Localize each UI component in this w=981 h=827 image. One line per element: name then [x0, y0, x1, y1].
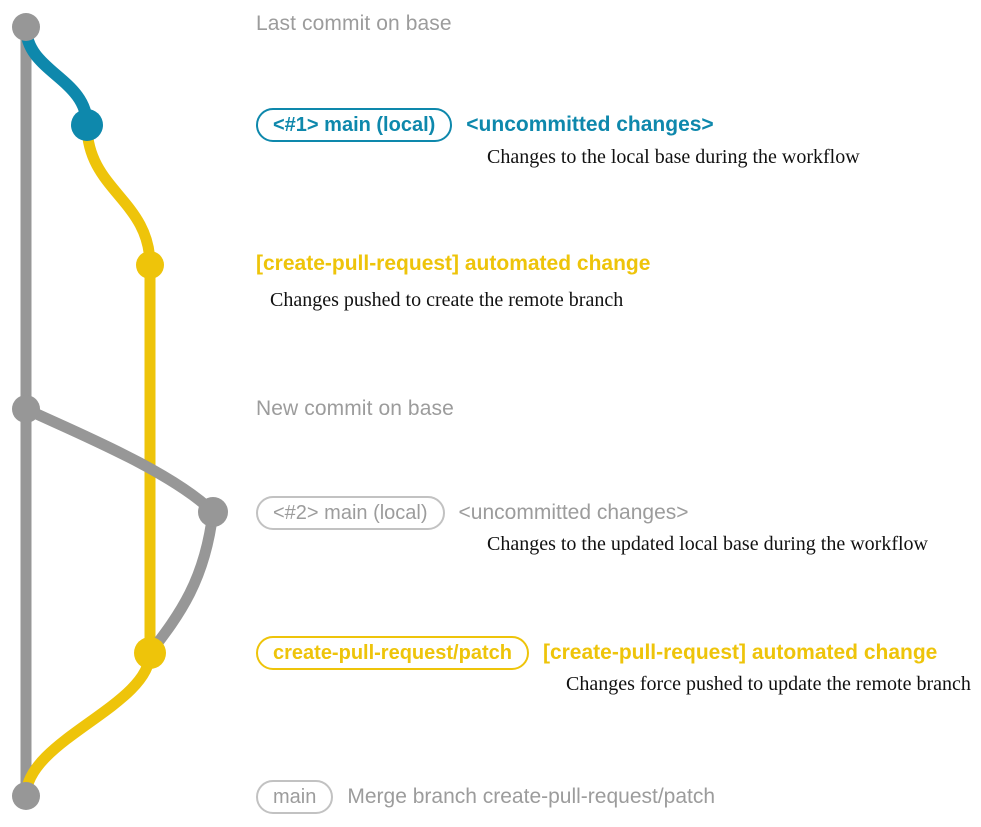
node-base-new[interactable] — [12, 395, 40, 423]
commit-note-local-2: Changes to the updated local base during… — [487, 533, 928, 555]
edge-base-to-local2 — [20, 403, 219, 518]
node-remote-2[interactable] — [134, 637, 166, 669]
commit-subject-local-1: <uncommitted changes> — [466, 113, 714, 136]
commit-subject-remote-update: [create-pull-request] automated change — [542, 641, 938, 664]
edge-remote2-to-merge — [20, 647, 156, 802]
row-new-commit-on-base: New commit on base — [256, 397, 454, 421]
branch-badge-main-local-2[interactable]: <#2> main (local) — [256, 496, 445, 530]
node-local-1[interactable] — [71, 109, 103, 141]
row-local-1: <#1> main (local) <uncommitted changes> — [256, 108, 714, 142]
commit-subject-base-last: Last commit on base — [256, 12, 452, 35]
commit-subject-merge: Merge branch create-pull-request/patch — [347, 785, 716, 808]
node-local-2[interactable] — [198, 497, 228, 527]
node-merge[interactable] — [12, 782, 40, 810]
branch-badge-main-local-1[interactable]: <#1> main (local) — [256, 108, 453, 142]
commit-note-local-1: Changes to the local base during the wor… — [487, 146, 860, 168]
edge-local1-to-remote1 — [81, 119, 156, 271]
node-base-last[interactable] — [12, 13, 40, 41]
row-remote-update: create-pull-request/patch [create-pull-r… — [256, 636, 937, 670]
commit-note-remote-create: Changes pushed to create the remote bran… — [270, 289, 624, 311]
node-remote-1[interactable] — [136, 251, 164, 279]
branch-badge-main[interactable]: main — [256, 780, 334, 814]
row-merge: main Merge branch create-pull-request/pa… — [256, 780, 715, 814]
row-local-2: <#2> main (local) <uncommitted changes> — [256, 496, 689, 530]
edge-base-to-local1 — [20, 21, 93, 131]
row-remote-create: [create-pull-request] automated change — [256, 252, 650, 276]
row-last-commit-on-base: Last commit on base — [256, 12, 452, 36]
commit-subject-local-2: <uncommitted changes> — [458, 501, 689, 524]
commit-subject-remote-create: [create-pull-request] automated change — [256, 252, 651, 275]
commit-subject-base-new: New commit on base — [256, 397, 454, 420]
branch-badge-create-pull-request-patch[interactable]: create-pull-request/patch — [256, 636, 529, 670]
edge-local2-to-remote2 — [144, 506, 219, 659]
commit-note-remote-update: Changes force pushed to update the remot… — [566, 673, 971, 695]
